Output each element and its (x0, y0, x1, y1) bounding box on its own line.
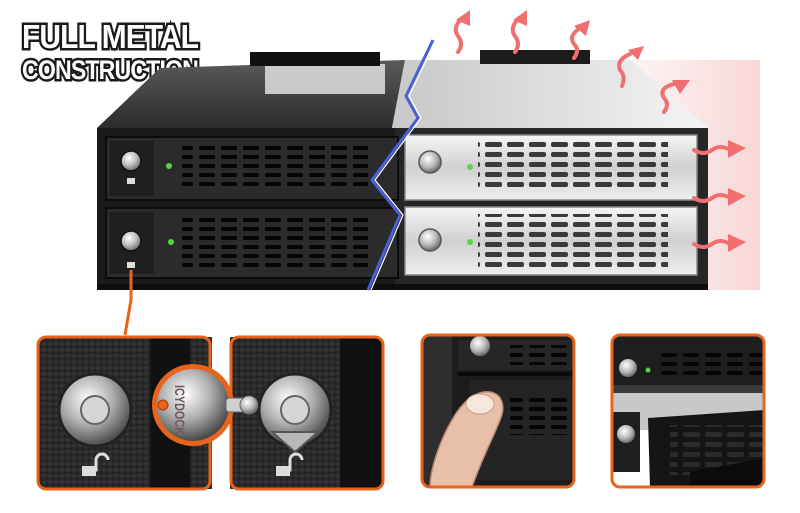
lock-icon[interactable] (120, 230, 142, 252)
vent-grille (478, 214, 668, 268)
vent-grille (478, 142, 668, 192)
heat-arrow-icon (574, 20, 590, 36)
heat-arrow-icon (456, 10, 470, 26)
lock-icon (470, 336, 490, 356)
bay-bottom-left[interactable] (105, 207, 399, 279)
unlock-icon (127, 262, 135, 268)
led-indicator (467, 164, 473, 170)
led-indicator (645, 367, 651, 373)
heat-arrow-icon (692, 239, 732, 249)
cutaway-divider (366, 39, 435, 291)
heat-arrow-icon (617, 52, 632, 88)
top-label-plate (265, 64, 385, 94)
callout-connector (123, 270, 133, 336)
unlock-icon (82, 452, 110, 472)
bay-top-left[interactable] (105, 136, 399, 201)
finger-press (429, 391, 504, 487)
unlock-icon (276, 452, 304, 472)
heat-arrow-icon (628, 46, 644, 60)
lock-icon[interactable] (418, 228, 442, 252)
top-rear-notch-right (480, 50, 590, 64)
unlock-icon (127, 178, 135, 184)
lock-key-icon: ICYDOCK (152, 364, 259, 446)
heat-arrow-icon (728, 188, 746, 206)
bay-bottom-right[interactable] (404, 206, 698, 276)
heat-arrow-icon (453, 16, 464, 54)
detail-panel-eject (420, 333, 576, 489)
led-indicator (467, 239, 473, 245)
led-indicator (166, 163, 172, 169)
heat-arrow-icon (570, 26, 582, 60)
heat-arrows (453, 10, 746, 252)
vent-grille (182, 146, 368, 190)
heat-arrow-icon (692, 193, 732, 203)
detail-panel-tray (610, 333, 766, 489)
enclosure-top-right (392, 60, 708, 128)
key-brand-label: ICYDOCK (172, 385, 188, 435)
enclosure-bottom-edge (97, 284, 708, 290)
heat-arrow-icon (728, 234, 746, 252)
drive-enclosure (97, 39, 760, 291)
heat-arrow-icon (672, 80, 690, 94)
headline: FULL METAL CONSTRUCTION (20, 16, 203, 88)
heat-arrow-icon (513, 10, 527, 26)
bay-top-right[interactable] (404, 134, 698, 201)
led-indicator (168, 239, 174, 245)
lock-icon (617, 425, 635, 443)
headline-line-1: FULL METAL (22, 18, 199, 55)
lock-icon (619, 359, 637, 377)
detail-panel-lock: ICYDOCK (36, 335, 385, 491)
top-rear-notch (250, 52, 380, 66)
heat-arrow-icon (660, 82, 676, 114)
heat-arrow-icon (692, 145, 732, 155)
vent-grille (182, 218, 368, 268)
cutaway-divider-highlight (370, 39, 437, 291)
lock-icon[interactable] (120, 150, 142, 172)
heat-arrow-icon (728, 140, 746, 158)
lock-icon[interactable] (418, 150, 442, 174)
heat-arrow-icon (510, 16, 521, 54)
